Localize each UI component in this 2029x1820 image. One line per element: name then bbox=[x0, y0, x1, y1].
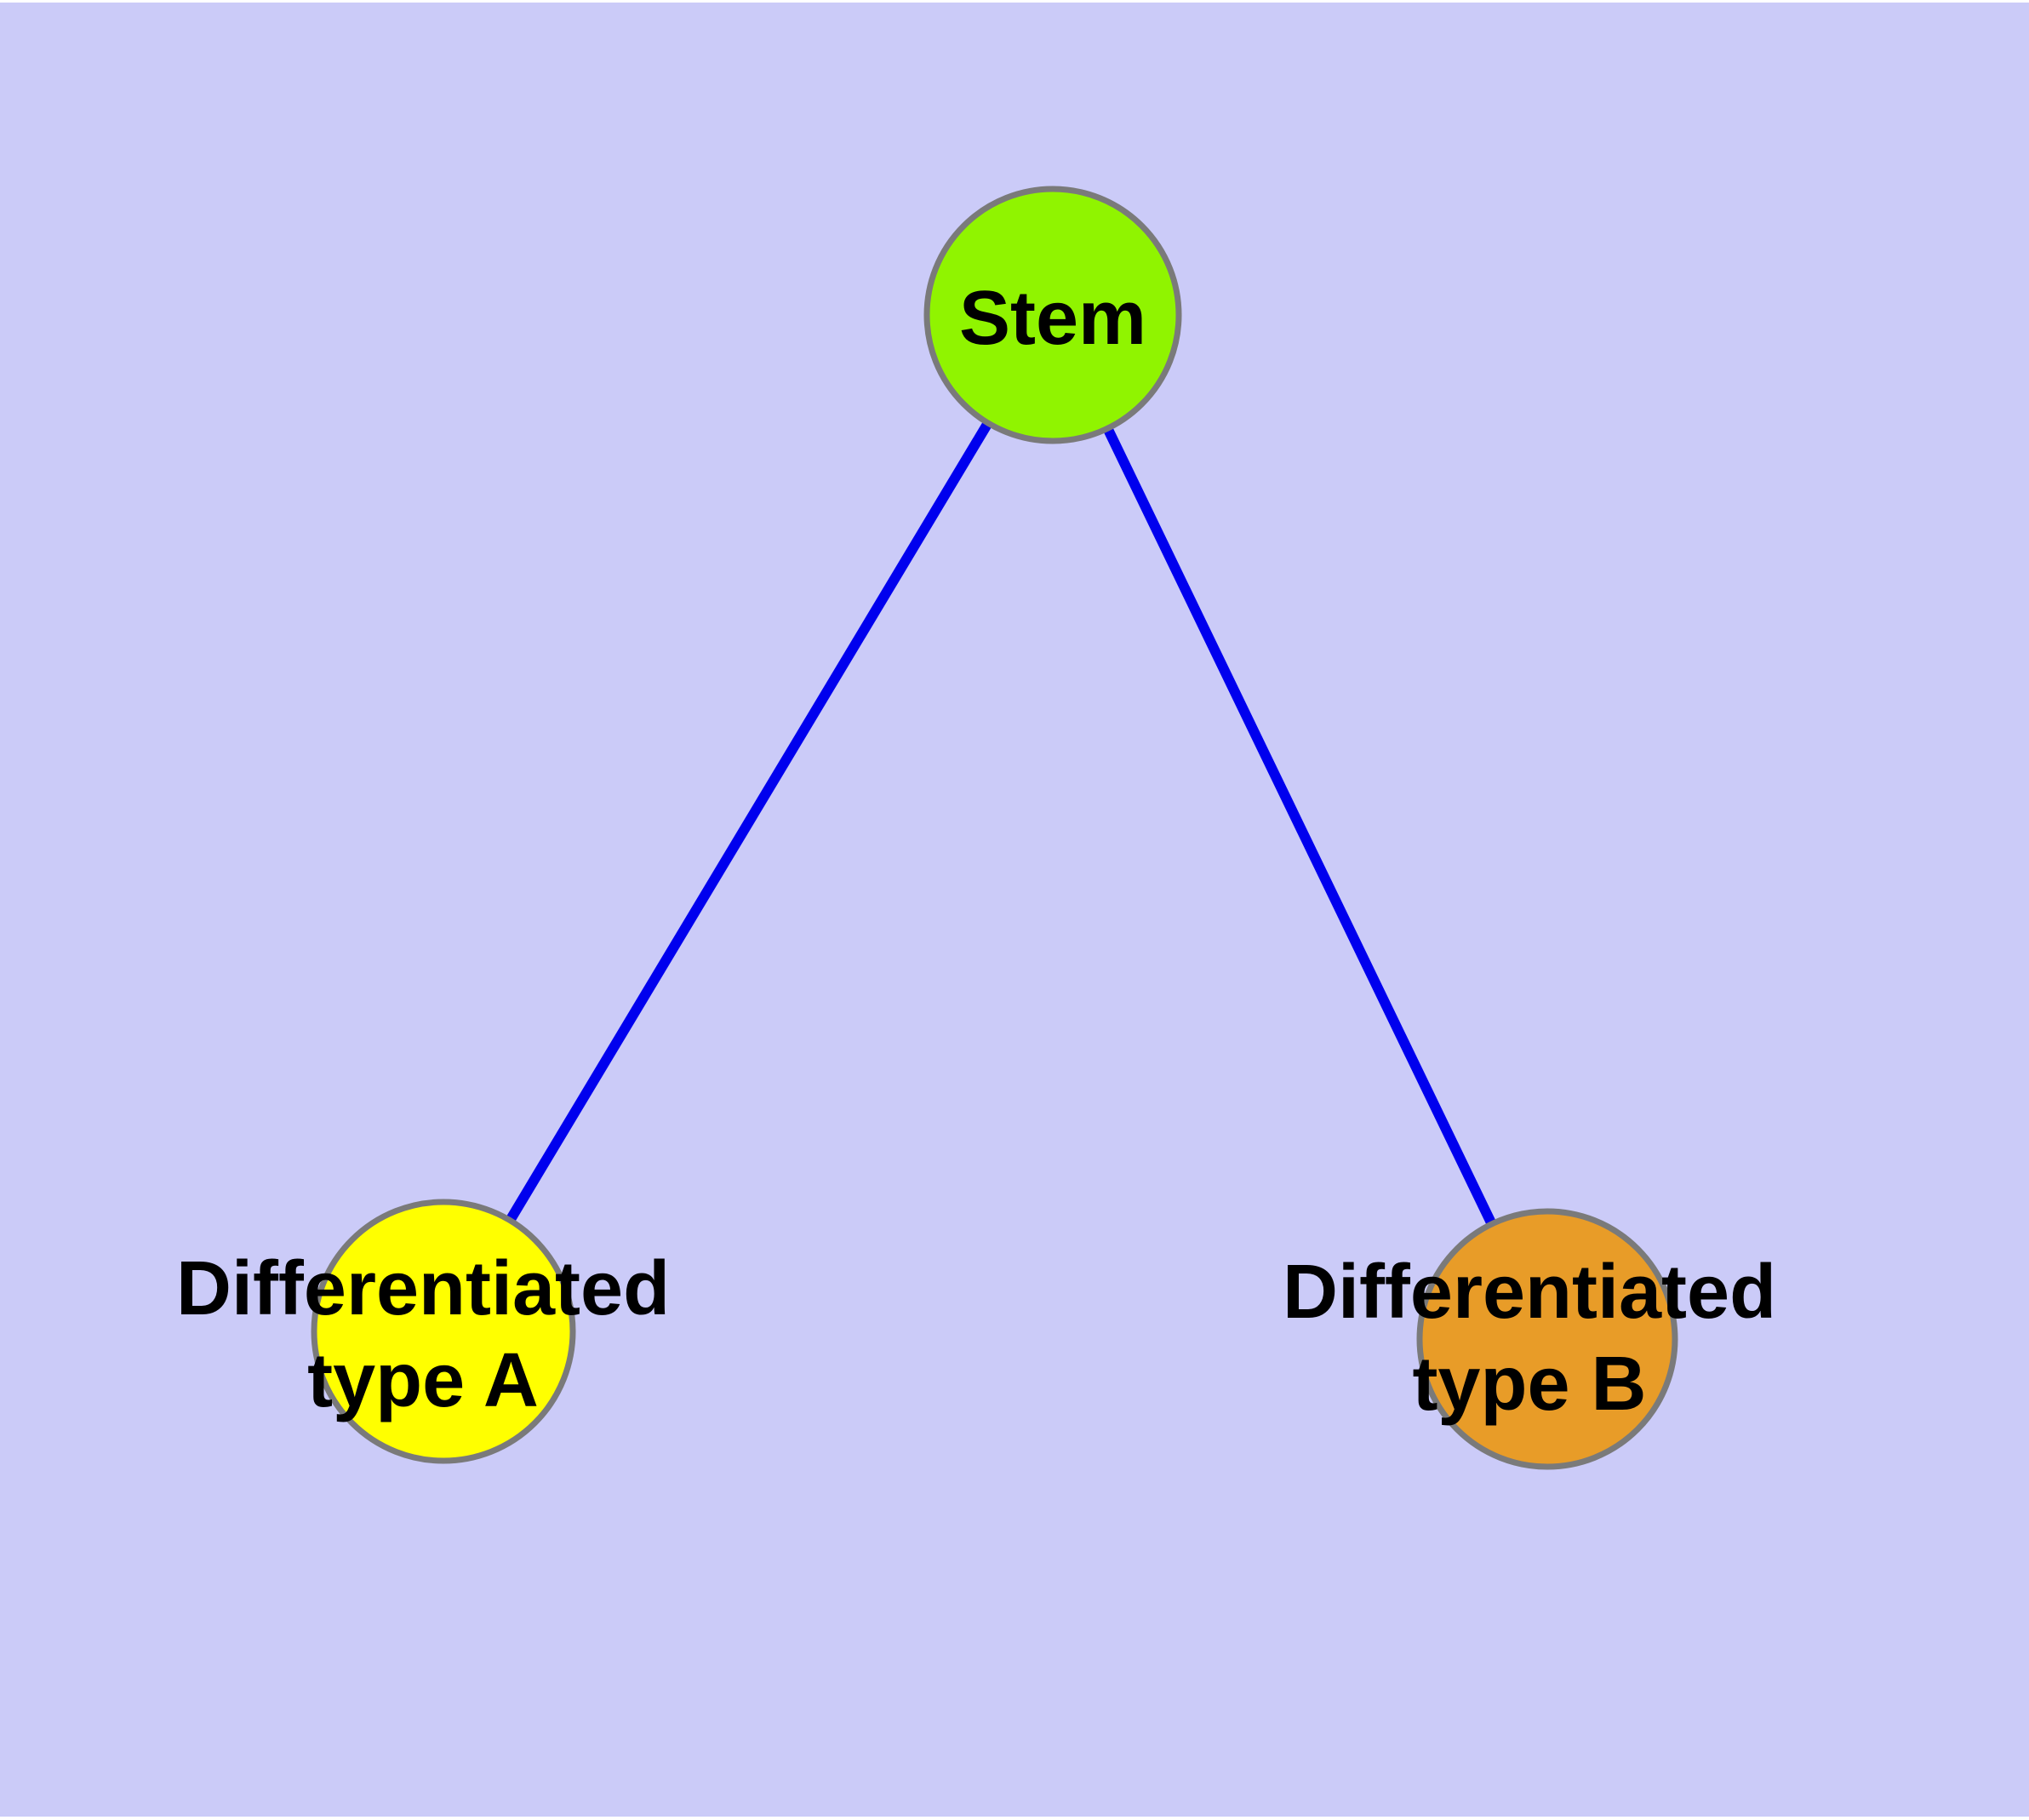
node-stem-circle bbox=[923, 186, 1182, 444]
edge-stem-to-type-b bbox=[1048, 312, 1552, 1342]
node-type-a-circle bbox=[311, 1199, 576, 1464]
edge-stem-to-type-a bbox=[438, 312, 1058, 1335]
node-type-b-circle bbox=[1416, 1208, 1678, 1470]
